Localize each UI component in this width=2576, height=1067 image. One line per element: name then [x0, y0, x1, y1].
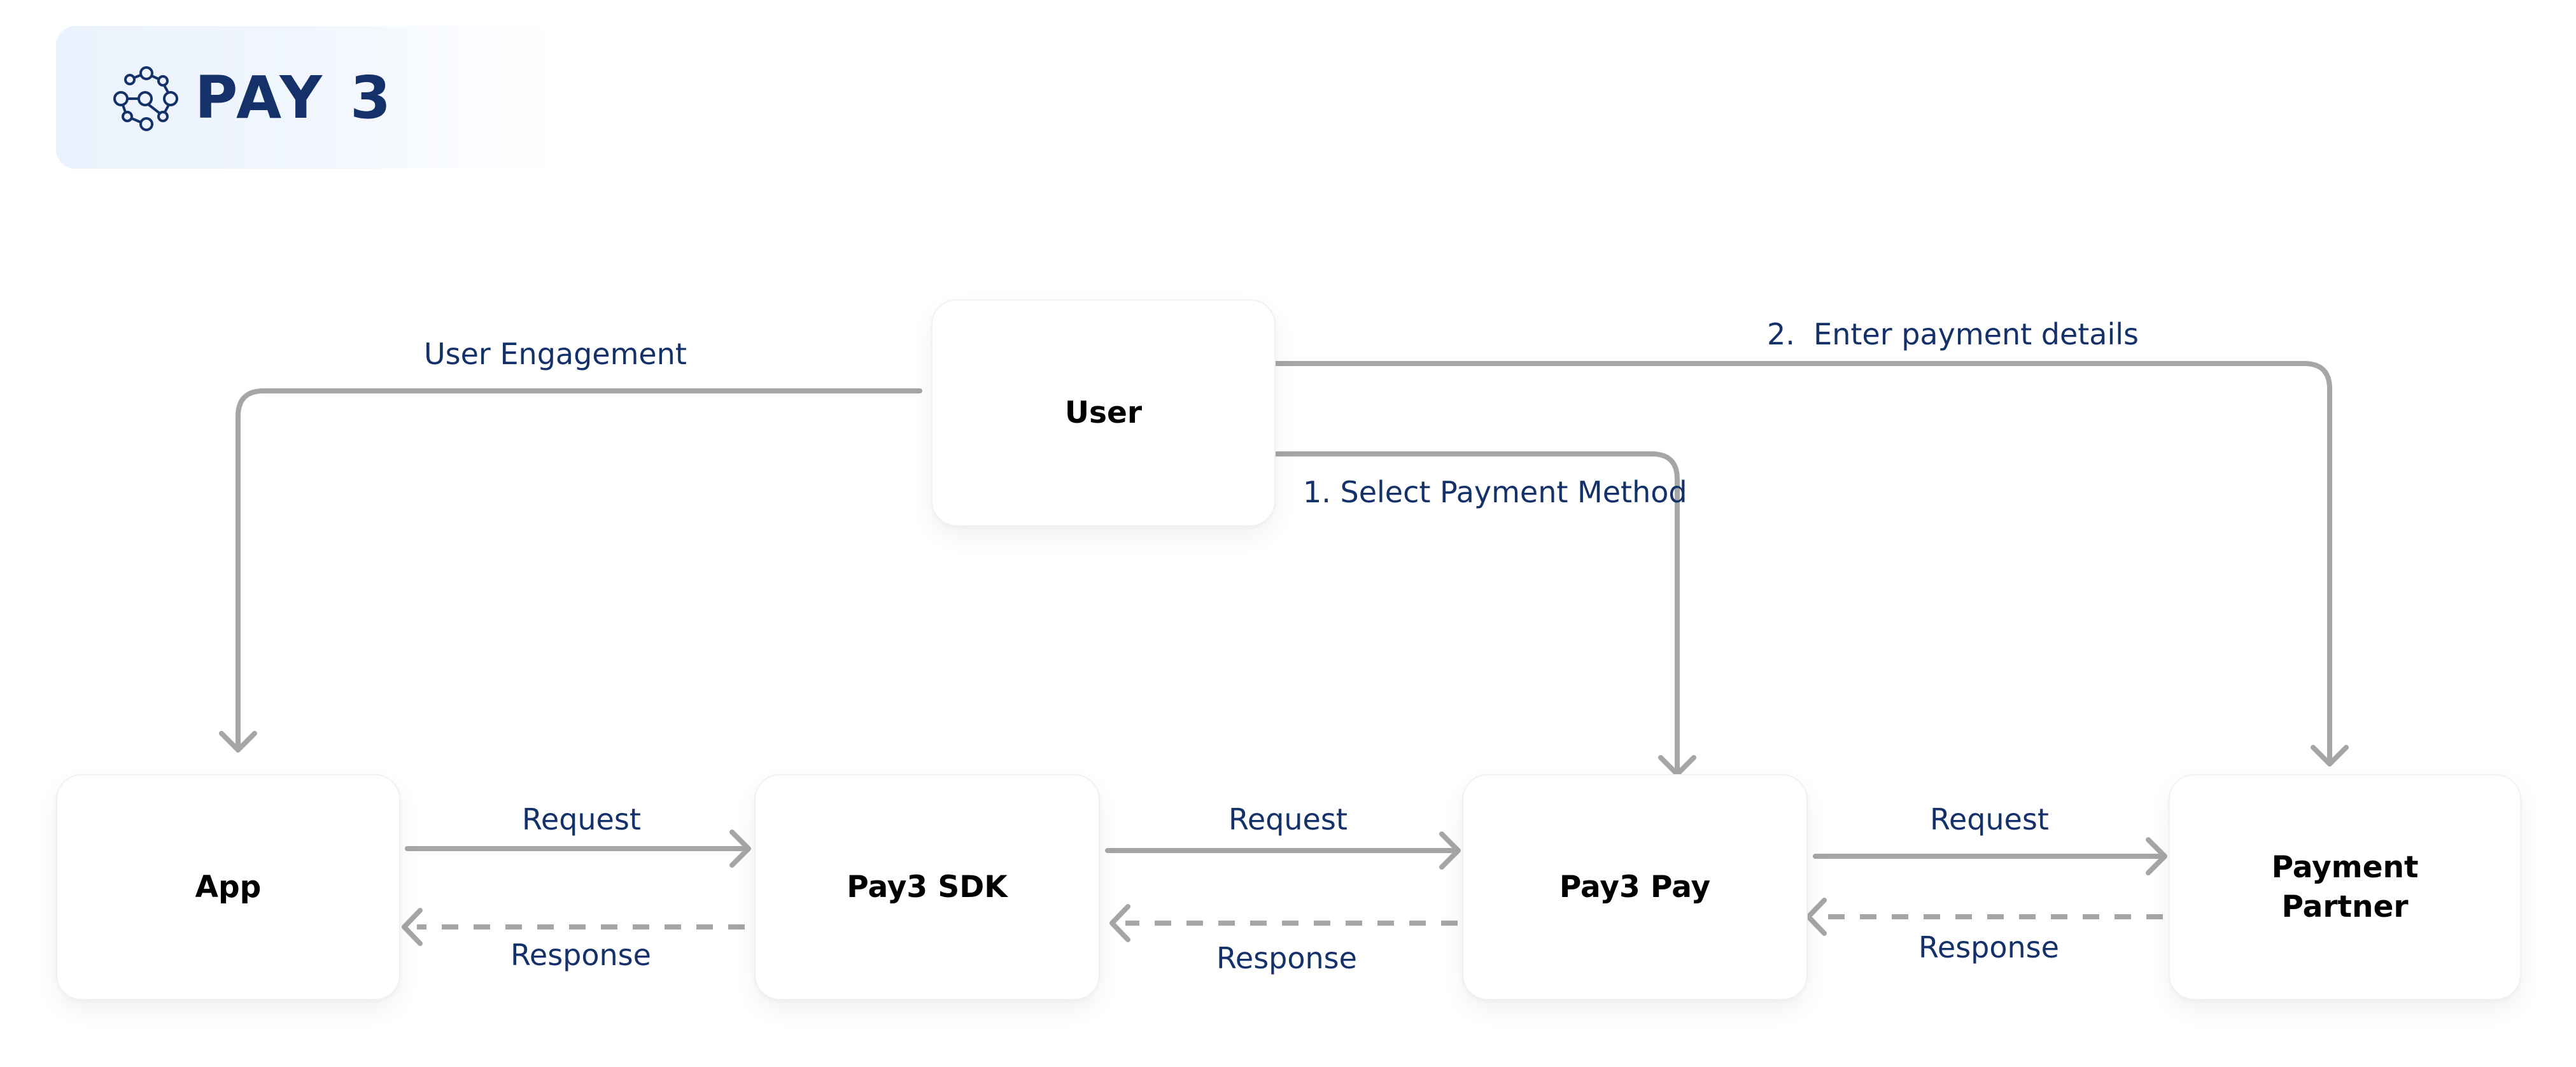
pay-partner-response-arrow — [1806, 898, 2163, 936]
pay3-pay-node[interactable]: Pay3 Pay — [1462, 774, 1808, 1000]
enter-payment-details-connector — [1274, 361, 2349, 767]
app-sdk-request-label: Request — [522, 802, 641, 837]
user-engagement-label: User Engagement — [424, 337, 687, 371]
user-engagement-connector — [219, 388, 922, 753]
pay-partner-response-label: Response — [1918, 930, 2059, 965]
sdk-pay-request-label: Request — [1228, 802, 1348, 837]
user-node[interactable]: User — [931, 299, 1276, 526]
select-payment-method-label: 1. Select Payment Method — [1303, 475, 1687, 509]
network-nodes-icon — [113, 66, 178, 131]
pay3-sdk-node-label: Pay3 SDK — [847, 869, 1008, 905]
app-sdk-response-arrow — [402, 908, 745, 946]
sdk-pay-response-arrow — [1109, 904, 1458, 942]
app-node-label: App — [195, 869, 262, 905]
payment-partner-label-line1: Payment — [2271, 849, 2419, 885]
brand-name: PAY 3 — [195, 64, 395, 132]
payment-partner-node[interactable]: Payment Partner — [2169, 774, 2521, 1000]
sdk-pay-request-arrow — [1105, 831, 1461, 870]
pay-partner-request-label: Request — [1930, 802, 2049, 837]
app-node[interactable]: App — [56, 774, 400, 1000]
enter-payment-details-label: 2. Enter payment details — [1767, 317, 2139, 351]
app-sdk-response-label: Response — [510, 938, 651, 972]
pay3-pay-node-label: Pay3 Pay — [1559, 869, 1711, 905]
app-sdk-request-arrow — [405, 830, 751, 868]
sdk-pay-response-label: Response — [1216, 941, 1357, 975]
pay-partner-request-arrow — [1813, 837, 2167, 875]
pay3-sdk-node[interactable]: Pay3 SDK — [754, 774, 1100, 1000]
payment-partner-label-line2: Partner — [2281, 889, 2409, 924]
user-node-label: User — [1064, 395, 1143, 430]
